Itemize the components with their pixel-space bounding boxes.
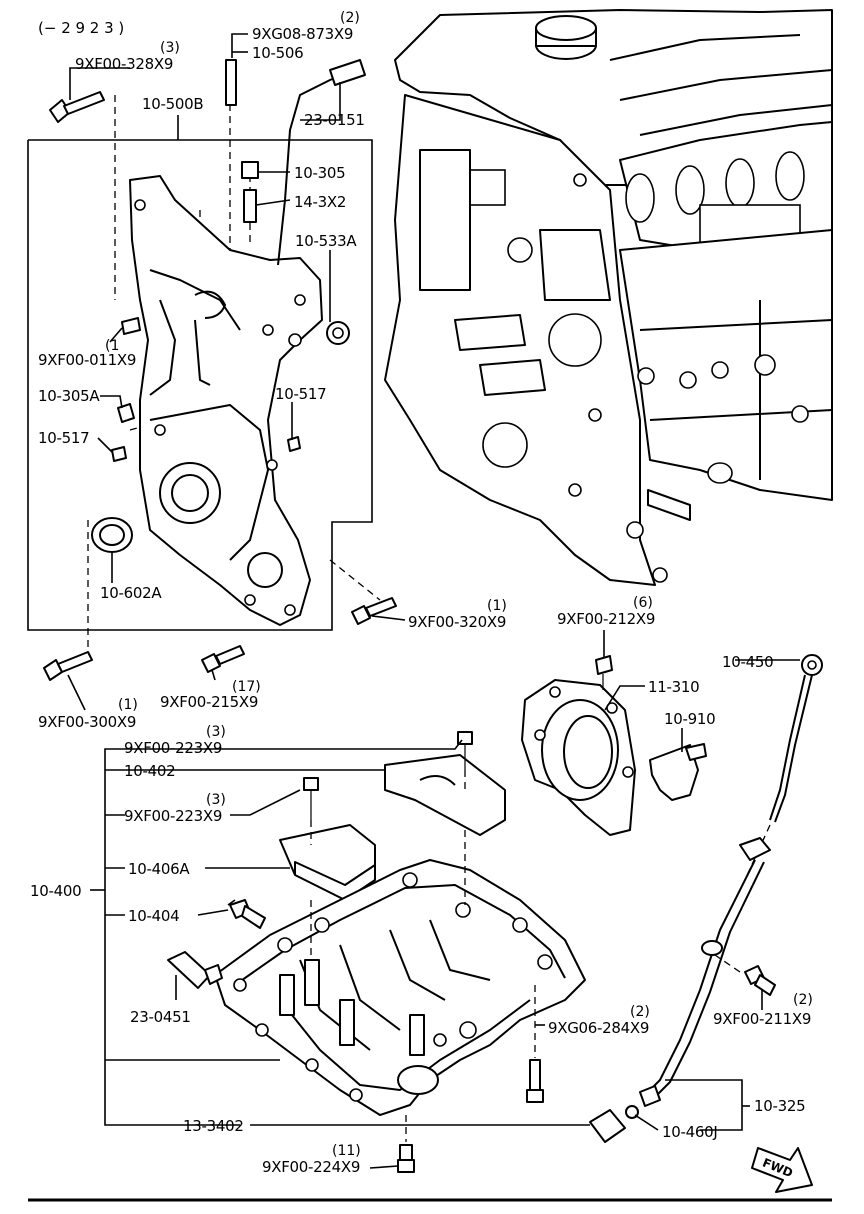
part-number-label: 10-460J: [662, 1123, 717, 1141]
part-number-label: 14-3X2: [294, 193, 346, 211]
label-qty: (1): [487, 598, 507, 614]
part-number-label: 10-506: [252, 44, 303, 62]
part-number-label: 23-0151: [304, 111, 365, 129]
part-number-label: 9XF00-320X9: [408, 613, 506, 631]
part-number-label: 10-325: [754, 1097, 805, 1115]
label-qty: (1: [105, 338, 119, 354]
part-number-label: 9XF00-224X9: [262, 1158, 360, 1176]
label-qty: (17): [232, 679, 261, 695]
label-qty: (1): [118, 697, 138, 713]
part-number-label: 9XF00-300X9: [38, 713, 136, 731]
rear-seal-housing: [521, 655, 707, 836]
part-number-label: 9XG08-873X9: [252, 25, 353, 43]
part-number-label: 10-533A: [295, 232, 357, 250]
part-number-label: 10-500B: [142, 95, 203, 113]
part-number-label: 9XF00-011X9: [38, 351, 136, 369]
serial-range: (− 2 9 2 3 ): [38, 19, 124, 37]
part-number-label: 9XF00-223X9: [124, 739, 222, 757]
part-number-label: 10-910: [664, 710, 715, 728]
part-number-label: 10-602A: [100, 584, 162, 602]
part-number-label: 9XF00-211X9: [713, 1010, 811, 1028]
fwd-arrow-icon: FWD: [751, 1147, 813, 1193]
oil-pan-group: [167, 731, 639, 1173]
part-number-label: 10-305A: [38, 387, 100, 405]
part-number-label: 9XF00-212X9: [557, 610, 655, 628]
part-labels: (2) 9XG08-873X9 10-506 (3) 9XF00-328X9 1…: [30, 10, 813, 1176]
part-number-label: 10-406A: [128, 860, 190, 878]
label-qty: (3): [160, 40, 180, 56]
part-number-label: 9XF00-215X9: [160, 693, 258, 711]
engine-block: [384, 9, 833, 586]
label-qty: (6): [633, 595, 653, 611]
label-qty: (3): [206, 724, 226, 740]
label-qty: (3): [206, 792, 226, 808]
part-number-label: 10-400: [30, 882, 81, 900]
label-qty: (2): [793, 992, 813, 1008]
part-number-label: 11-310: [648, 678, 699, 696]
label-qty: (11): [332, 1143, 361, 1159]
part-number-label: 10-450: [722, 653, 773, 671]
part-number-label: 10-305: [294, 164, 345, 182]
label-qty: (2): [630, 1004, 650, 1020]
part-number-label: 10-402: [124, 762, 175, 780]
part-number-label: 10-404: [128, 907, 179, 925]
part-number-label: 9XF00-328X9: [75, 55, 173, 73]
timing-cover-group: [27, 59, 397, 681]
leader-lines: [67, 33, 800, 1169]
part-number-label: 23-0451: [130, 1008, 191, 1026]
dipstick-group: [639, 654, 823, 1107]
part-number-label: 10-517: [275, 385, 326, 403]
part-number-label: 13-3402: [183, 1117, 244, 1135]
part-number-label: 9XG06-284X9: [548, 1019, 649, 1037]
part-number-label: 10-517: [38, 429, 89, 447]
label-qty: (2): [340, 10, 360, 26]
part-number-label: 9XF00-223X9: [124, 807, 222, 825]
